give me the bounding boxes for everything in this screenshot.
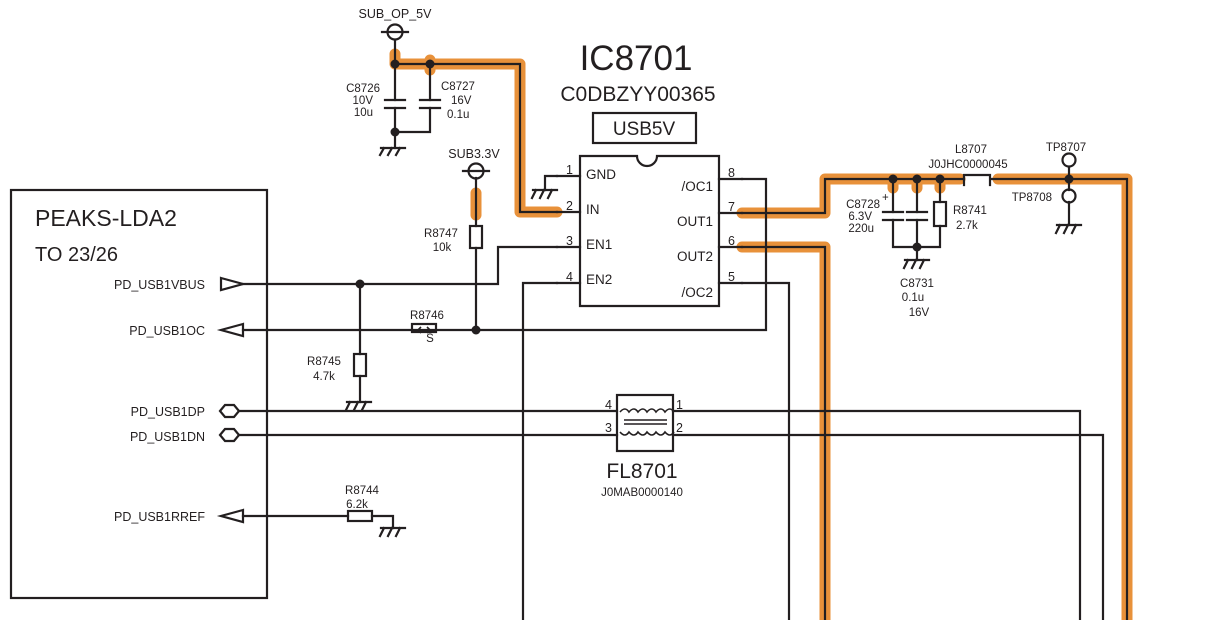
highlight-out2 xyxy=(736,241,831,620)
r8745-ref: R8745 xyxy=(307,356,341,368)
block-title: PEAKS-LDA2 xyxy=(35,205,177,231)
pin-name-gnd: GND xyxy=(586,167,616,182)
r8746-value: S xyxy=(426,333,434,345)
pin-num-4: 4 xyxy=(566,270,573,284)
c8726-value: 10u xyxy=(354,107,373,119)
ic-pin-stubs xyxy=(555,174,744,285)
junctions xyxy=(355,59,1074,335)
c8728-voltage: 6.3V xyxy=(848,211,872,223)
port-label-dn: PD_USB1DN xyxy=(130,430,205,444)
ground-icon-c8726 xyxy=(378,146,407,157)
resistor-r8747-icon xyxy=(468,224,484,250)
c8726-ref: C8726 xyxy=(346,83,380,95)
port-vbus-output-icon xyxy=(219,276,248,292)
testpoint-tp8707-icon xyxy=(1061,152,1077,168)
port-label-rref: PD_USB1RREF xyxy=(114,510,205,524)
resistor-r8741-icon xyxy=(932,200,948,228)
pin-name-in: IN xyxy=(586,202,600,217)
pin-num-7: 7 xyxy=(728,200,735,214)
wires xyxy=(237,38,1129,620)
capacitor-c8726-icon xyxy=(383,98,407,110)
capacitor-c8727-icon xyxy=(418,98,442,110)
resistor-r8744-icon xyxy=(346,509,374,523)
c8731-voltage: 16V xyxy=(909,307,930,319)
tp8707-ref: TP8707 xyxy=(1046,142,1086,154)
fl8701-part: J0MAB0000140 xyxy=(601,487,683,499)
ic-part: C0DBZYY00365 xyxy=(560,83,715,106)
c8727-voltage: 16V xyxy=(451,95,472,107)
l8707-part: J0JHC0000045 xyxy=(928,159,1007,171)
pin-name-en2: EN2 xyxy=(586,272,612,287)
ground-icon-gnd-pin xyxy=(530,188,559,200)
c8727-value: 0.1u xyxy=(447,109,469,121)
ic-function-box xyxy=(591,111,698,145)
pin-name-out1: OUT1 xyxy=(677,214,713,229)
capacitor-c8731-icon xyxy=(905,210,929,222)
r8746-short-arrow-icon xyxy=(417,326,431,334)
fl8701-body xyxy=(615,393,675,453)
port-dn-bidir-icon xyxy=(218,427,241,443)
pin-num-6: 6 xyxy=(728,234,735,248)
highlight-nets xyxy=(389,48,1133,620)
ground-icon-r8744 xyxy=(378,526,407,538)
fl-pin-1: 1 xyxy=(676,398,683,412)
sub3v3-power-icon xyxy=(461,162,491,180)
ic8701-body xyxy=(578,154,721,308)
pin-num-8: 8 xyxy=(728,166,735,180)
r8741-ref: R8741 xyxy=(953,205,987,217)
fl-pin-3: 3 xyxy=(605,421,612,435)
r8744-ref: R8744 xyxy=(345,485,379,497)
fl8701-ref: FL8701 xyxy=(606,460,677,483)
l8707-ref: L8707 xyxy=(955,144,987,156)
port-label-vbus: PD_USB1VBUS xyxy=(114,278,205,292)
ground-icon-c8731 xyxy=(902,258,931,270)
c8728-polarity: + xyxy=(882,192,889,204)
c8728-ref: C8728 xyxy=(846,199,880,211)
port-rref-input-icon xyxy=(216,508,245,524)
ic-ref: IC8701 xyxy=(580,39,693,78)
common-mode-choke-icon xyxy=(619,408,675,436)
r8744-value: 6.2k xyxy=(346,499,368,511)
c8731-value: 0.1u xyxy=(902,292,924,304)
c8726-voltage: 10V xyxy=(353,95,374,107)
pin-name-out2: OUT2 xyxy=(677,249,713,264)
r8747-ref: R8747 xyxy=(424,228,458,240)
sub-op-5v-label: SUB_OP_5V xyxy=(359,7,433,21)
inductor-l8707-icon xyxy=(962,173,992,187)
r8741-value: 2.7k xyxy=(956,220,978,232)
resistor-r8746-icon xyxy=(410,322,438,334)
testpoint-tp8708-icon xyxy=(1061,188,1077,204)
r8745-value: 4.7k xyxy=(313,371,335,383)
r8746-ref: R8746 xyxy=(410,310,444,322)
fl-pin-2: 2 xyxy=(676,421,683,435)
pin-name-oc2: /OC2 xyxy=(681,285,713,300)
port-label-dp: PD_USB1DP xyxy=(131,405,205,419)
sub-op-5v-power-icon xyxy=(380,23,410,41)
pin-name-oc1: /OC1 xyxy=(681,179,713,194)
fl-pin-4: 4 xyxy=(605,398,612,412)
c8728-value: 220u xyxy=(848,223,874,235)
tp8708-ref: TP8708 xyxy=(1012,192,1052,204)
pin-num-5: 5 xyxy=(728,270,735,284)
pin-num-3: 3 xyxy=(566,234,573,248)
pin-name-en1: EN1 xyxy=(586,237,612,252)
r8747-value: 10k xyxy=(433,242,452,254)
capacitor-c8728-icon xyxy=(881,210,905,222)
peaks-lda2-block xyxy=(9,188,269,600)
port-dp-bidir-icon xyxy=(218,403,241,419)
sub3v3-label: SUB3.3V xyxy=(448,147,500,161)
port-oc-input-icon xyxy=(216,322,245,338)
port-label-oc: PD_USB1OC xyxy=(129,324,205,338)
ic-function: USB5V xyxy=(613,119,676,140)
c8727-ref: C8727 xyxy=(441,81,475,93)
resistor-r8745-icon xyxy=(352,352,368,378)
highlight-out1-right xyxy=(992,173,1133,620)
pin-num-2: 2 xyxy=(566,199,573,213)
c8731-ref: C8731 xyxy=(900,278,934,290)
ground-icon-r8745 xyxy=(344,400,373,412)
block-subtitle: TO 23/26 xyxy=(35,244,118,266)
ground-icon-tp8708 xyxy=(1054,223,1083,235)
pin-num-1: 1 xyxy=(566,163,573,177)
